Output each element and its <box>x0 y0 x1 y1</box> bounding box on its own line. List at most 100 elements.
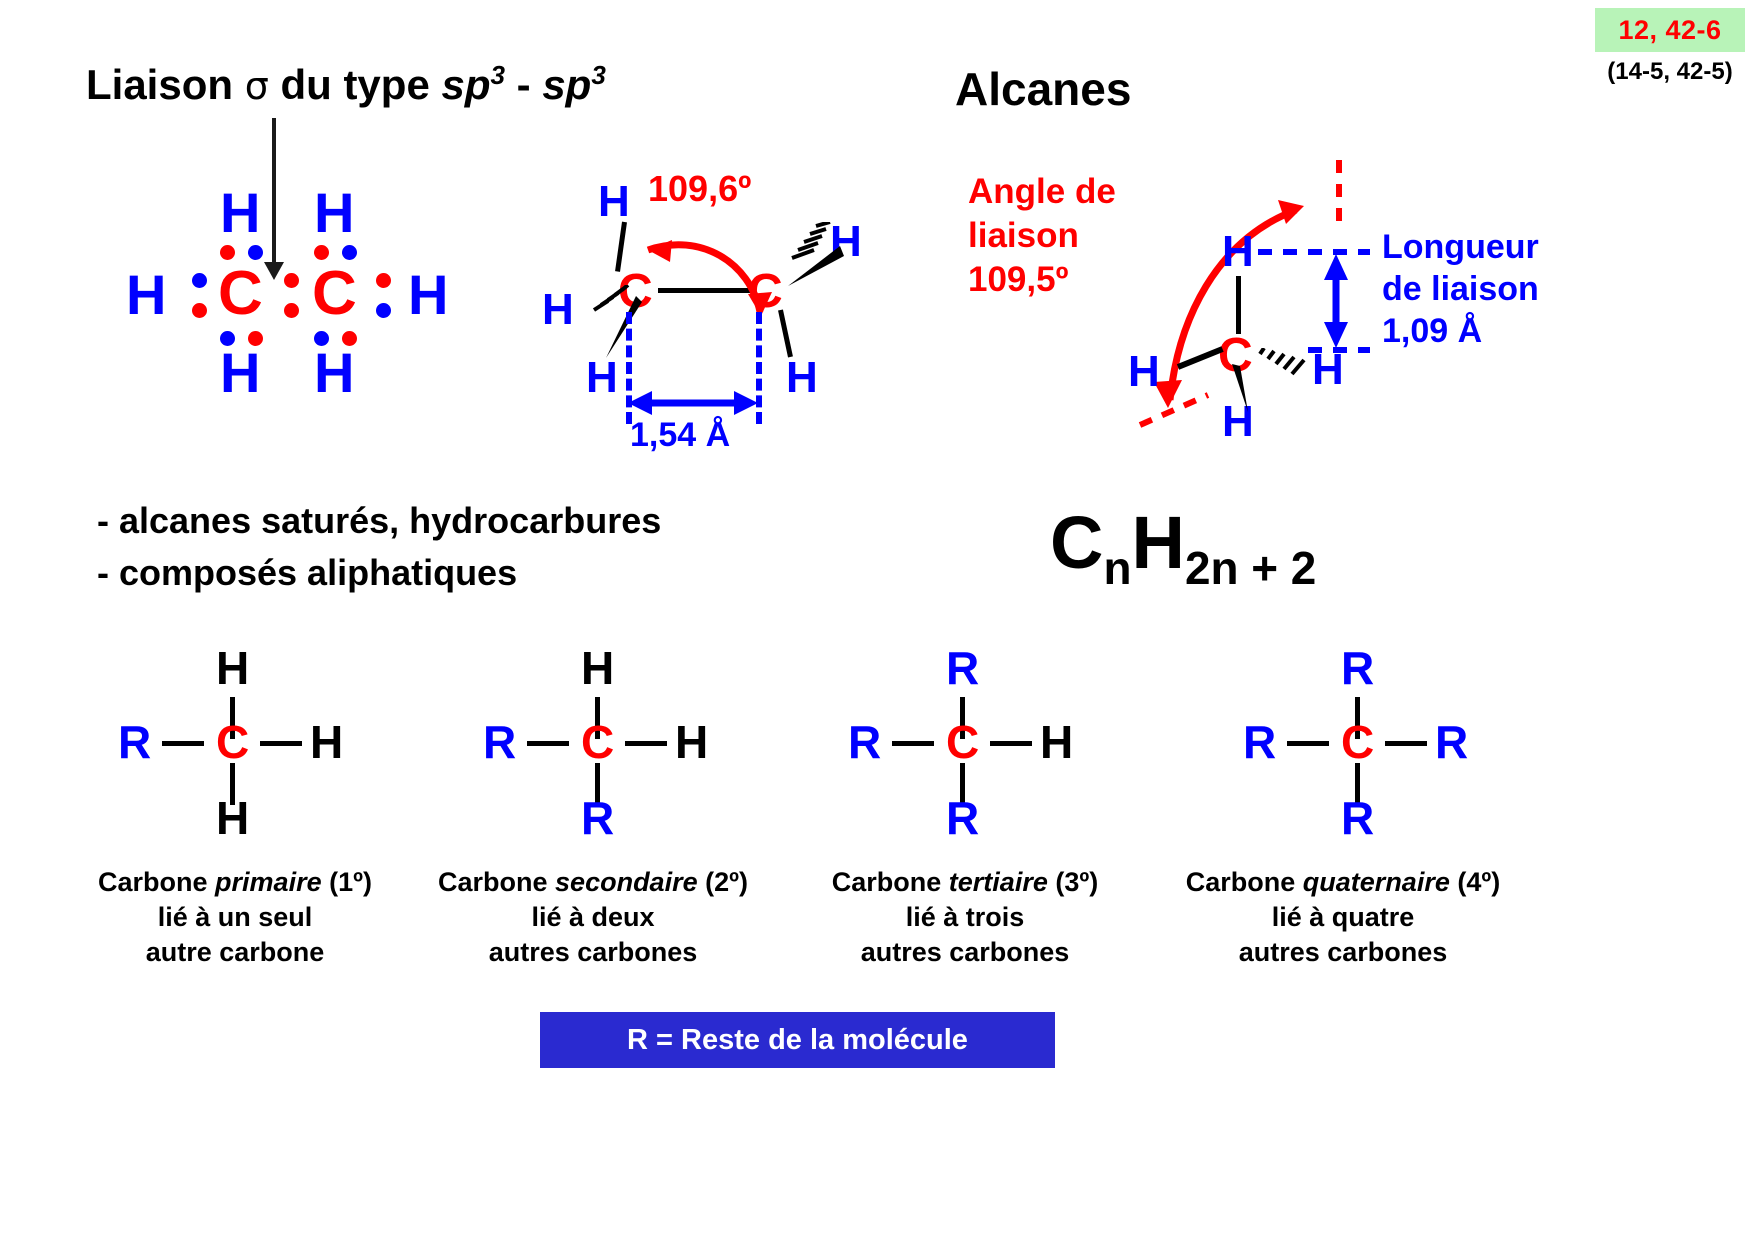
caption-line1: Carbone secondaire (2º) <box>418 865 768 900</box>
page-title-alcanes: Alcanes <box>955 63 1132 115</box>
caption-suffix: (4º) <box>1449 867 1501 897</box>
methane-h-top: H <box>1222 227 1254 276</box>
methane-3d-structure: Angle de liaison 109,5º H C H H H <box>950 150 1590 450</box>
methane-angle-arrow <box>1154 200 1304 408</box>
carbon-carbon-bond <box>658 288 750 293</box>
carbon-left-substituent: R <box>1243 716 1277 768</box>
reference-subtext: (14-5, 42-5) <box>1607 58 1733 85</box>
reference-badge: 12, 42-6 <box>1595 8 1745 52</box>
electron-dot <box>284 303 299 318</box>
lewis-h-bottom-left: H <box>220 341 261 404</box>
bond-angle-arrow <box>646 240 772 316</box>
electron-dot <box>220 331 235 346</box>
caption-emphasis: secondaire <box>555 867 698 897</box>
methane-bond-top <box>1236 276 1241 334</box>
angle-value: 109,5º <box>968 260 1069 299</box>
bond-vertical-bottom <box>230 763 235 805</box>
caption-emphasis: quaternaire <box>1302 867 1450 897</box>
measure-guide-left <box>626 312 632 424</box>
electron-dot <box>314 331 329 346</box>
caption-primary: Carbone primaire (1º) lié à un seul autr… <box>60 865 410 970</box>
caption-line2: lié à un seul <box>157 902 313 933</box>
caption-emphasis: tertiaire <box>948 867 1048 897</box>
caption-line3: autres carbones <box>488 937 698 968</box>
bond-angle-label: 109,6º <box>648 168 752 209</box>
lewis-h-left: H <box>126 263 167 326</box>
caption-line3: autres carbones <box>860 937 1070 968</box>
methane-hashed-wedge <box>1258 348 1306 376</box>
bond-length-title-line2: de liaison <box>1382 270 1539 308</box>
carbon-diagram-secondary: H R C H R <box>435 645 765 855</box>
ethane-h-left: H <box>542 285 574 334</box>
angle-title-line1: Angle de <box>968 172 1116 211</box>
alkane-description-list: - alcanes saturés, hydrocarbures - compo… <box>97 495 661 599</box>
hashed-wedge-right <box>791 222 831 260</box>
caption-line1: Carbone quaternaire (4º) <box>1168 865 1518 900</box>
electron-dot <box>342 245 357 260</box>
title-sp-a: sp <box>441 61 491 108</box>
carbon-bottom-substituent: R <box>1341 792 1375 844</box>
legend-text: R = Reste de la molécule <box>627 1023 968 1056</box>
electron-dot <box>192 273 207 288</box>
pointer-arrow-head <box>264 262 284 280</box>
bond-axis-dashes <box>1138 160 1342 428</box>
carbon-top-substituent: H <box>216 642 250 694</box>
pointer-arrow <box>272 118 276 268</box>
bold-wedge-right <box>788 246 844 286</box>
title-prefix: Liaison <box>86 61 245 108</box>
methane-h-right: H <box>1312 345 1344 394</box>
bond-vertical-bottom <box>960 763 965 805</box>
caption-suffix: (3º) <box>1047 867 1099 897</box>
bond-horizontal-left <box>527 741 569 746</box>
carbon-right-substituent: H <box>675 716 709 768</box>
hashed-wedge-left <box>592 285 630 312</box>
carbon-bottom-substituent: H <box>216 792 250 844</box>
bold-wedge-left <box>606 296 642 358</box>
carbon-center: C <box>1341 716 1375 768</box>
bond-horizontal-right <box>1385 741 1427 746</box>
ethane-3d-structure: 109,6º C C H H H H H <box>530 160 920 460</box>
caption-line3: autres carbones <box>1238 937 1448 968</box>
caption-prefix: Carbone <box>98 867 216 897</box>
carbon-left-substituent: R <box>848 716 882 768</box>
bond-horizontal-right <box>260 741 302 746</box>
caption-quaternary: Carbone quaternaire (4º) lié à quatre au… <box>1168 865 1518 970</box>
caption-prefix: Carbone <box>831 867 949 897</box>
methane-h-bottom: H <box>1222 397 1254 446</box>
carbon-diagram-quaternary: R R C R R <box>1195 645 1525 855</box>
bond-length-value: 1,09 Å <box>1382 312 1483 350</box>
formula-c: C <box>1050 501 1104 584</box>
electron-dot <box>192 303 207 318</box>
electron-dot <box>220 245 235 260</box>
bond-length-guides <box>1258 249 1370 353</box>
bond-vertical-top <box>595 697 600 739</box>
sigma-symbol: σ <box>244 64 269 108</box>
bond-horizontal-left <box>892 741 934 746</box>
methane-bold-wedge <box>1232 364 1248 412</box>
bond-horizontal-left <box>1287 741 1329 746</box>
reference-badge-text: 12, 42-6 <box>1618 14 1722 45</box>
carbon-top-substituent: R <box>1341 642 1375 694</box>
bond-horizontal-right <box>990 741 1032 746</box>
legend-banner: R = Reste de la molécule <box>540 1012 1055 1068</box>
carbon-bottom-substituent: R <box>581 792 615 844</box>
bond-vertical-top <box>960 697 965 739</box>
carbon-center: C <box>946 716 980 768</box>
caption-prefix: Carbone <box>1185 867 1303 897</box>
carbon-center: C <box>216 716 250 768</box>
title-sup-b: 3 <box>591 60 606 90</box>
lewis-h-top-left: H <box>220 181 261 244</box>
caption-tertiary: Carbone tertiaire (3º) lié à trois autre… <box>790 865 1140 970</box>
caption-line2: lié à trois <box>905 902 1025 933</box>
bullet-item-2: - composés aliphatiques <box>97 552 518 594</box>
carbon-top-substituent: H <box>581 642 615 694</box>
page-title-sigma-bond: Liaison σ du type sp3 - sp3 <box>86 60 606 109</box>
caption-line2: lié à deux <box>531 902 655 933</box>
electron-dot <box>284 273 299 288</box>
bond-length-title-line1: Longueur <box>1382 228 1539 266</box>
bond-vertical-top <box>1355 697 1360 739</box>
bond-horizontal-left <box>162 741 204 746</box>
lewis-structure-ethane: H H H H C C H H <box>120 181 540 404</box>
lewis-carbon-left: C <box>218 259 263 328</box>
lewis-h-bottom-right: H <box>314 341 355 404</box>
